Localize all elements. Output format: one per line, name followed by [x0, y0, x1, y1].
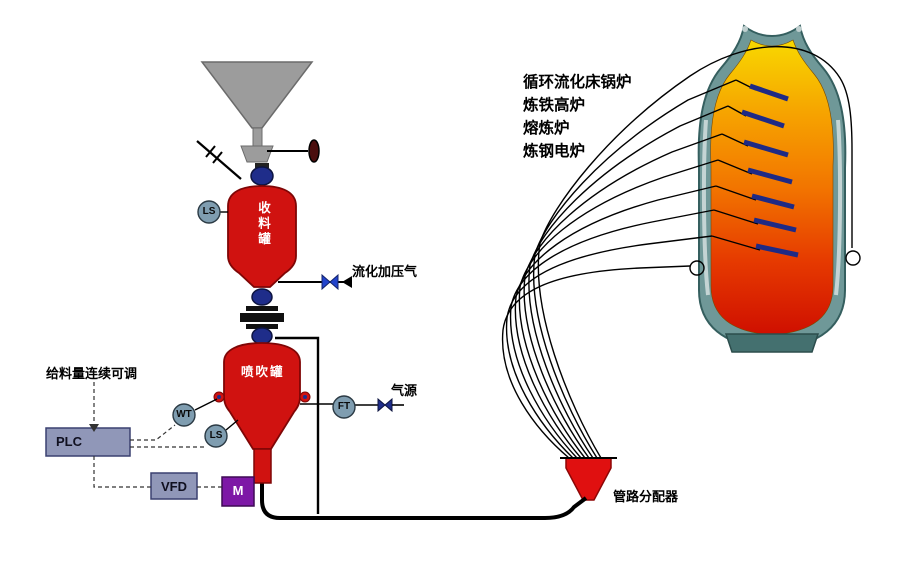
receiving-tank: [227, 163, 297, 345]
inlet-flange-2: [212, 151, 223, 164]
hopper-cone: [200, 61, 314, 129]
flange-plate-3: [246, 324, 278, 329]
signal-plc-to-vfd: [93, 456, 151, 488]
furnace-shell-highlight-right: [834, 119, 843, 296]
application-item-4: 炼钢电炉: [523, 143, 586, 160]
ft-label: FT: [337, 401, 351, 412]
conveying-branch-4: [514, 185, 717, 459]
inlet-flange-1: [205, 145, 216, 158]
conveying-branch-5: [518, 159, 719, 459]
application-item-2: 炼铁高炉: [523, 97, 586, 114]
instruments: [172, 200, 356, 448]
receiving-tank-body: [227, 185, 297, 288]
gas-valve-icon-2: [384, 397, 393, 413]
furnace: [697, 24, 847, 353]
plc-label: PLC: [56, 434, 82, 449]
gas-source-line: [300, 397, 404, 413]
wt-tap: [194, 398, 218, 411]
inlet-chute-pipe: [196, 140, 242, 180]
butterfly-valve-icon-2: [329, 273, 339, 291]
vent-balance-pipe: [275, 336, 320, 514]
feed-note-label: 给料量连续可调: [46, 366, 138, 381]
conveying-branch-6: [523, 133, 723, 459]
pipeline-distributor: [560, 457, 617, 501]
conveying-branch-2: [505, 235, 713, 459]
conveying-branch-8: [533, 79, 737, 459]
application-list: 循环流化床锅炉 炼铁高炉 熔炼炉 炼钢电炉: [523, 71, 632, 163]
lance-icon-7: [749, 83, 789, 102]
wt-label: WT: [176, 409, 192, 420]
lance-icon-5: [743, 139, 789, 158]
injection-tank-label: 喷吹罐: [241, 365, 285, 379]
rotary-feeder-stem: [253, 448, 272, 484]
butterfly-valve-icon: [321, 273, 331, 291]
pipe-fan: [501, 45, 861, 459]
furnace-lip-left: [742, 26, 748, 32]
ls-bottom-instrument: [204, 424, 228, 448]
lance-icon-2: [753, 217, 797, 233]
furnace-pedestal: [724, 333, 820, 353]
injection-lances: [741, 83, 799, 258]
furnace-lip-right: [796, 26, 802, 32]
ls-bottom-tap: [225, 419, 239, 431]
main-conveying-pipe: [260, 483, 588, 520]
motor-label: M: [232, 483, 244, 498]
fluidizing-gas-line: [278, 273, 352, 291]
motor-body: [221, 476, 255, 507]
distributor-funnel: [565, 457, 612, 501]
lance-feed-line-3: [715, 185, 757, 201]
lower-ball-valve-icon: [251, 327, 273, 345]
vfd-box: [150, 472, 198, 500]
signal-arrowhead: [89, 424, 99, 432]
shoulder-probe-left: [217, 395, 221, 399]
ls-top-instrument: [197, 200, 221, 224]
receiving-tank-label: 收料罐: [256, 201, 270, 248]
pipe-loop-right: [845, 250, 861, 266]
lance-icon-4: [747, 167, 793, 185]
feed-hopper: [196, 61, 320, 180]
pipe-loop-left: [689, 260, 705, 276]
lance-feed-line-2: [713, 209, 759, 225]
vfd-label: VFD: [161, 479, 187, 494]
hopper-discharge-skirt: [240, 145, 274, 163]
fluidizing-gas-label: 流化加压气: [352, 264, 418, 279]
conveying-branch-3: [509, 209, 715, 459]
lance-feed-line-4: [717, 159, 753, 175]
distributor-label: 管路分配器: [613, 489, 679, 504]
gas-valve-icon: [377, 397, 386, 413]
furnace-interior-flame: [710, 39, 834, 336]
lance-icon-6: [741, 109, 785, 129]
conveying-branch-1: [501, 265, 691, 459]
injection-tank-body: [223, 342, 301, 450]
ft-instrument: [332, 395, 356, 419]
plc-box: [45, 427, 131, 457]
top-valve-cap: [255, 163, 269, 168]
injection-tank: [213, 342, 311, 507]
furnace-shell-highlight-left: [701, 119, 710, 296]
gas-source-label: 气源: [391, 383, 418, 398]
control-system: [45, 382, 222, 500]
mid-ball-valve-icon: [251, 288, 273, 306]
conveying-branch-9-over-top: [537, 45, 853, 459]
handwheel-icon: [308, 139, 320, 163]
lance-icon-3: [751, 193, 795, 210]
wt-instrument: [172, 403, 196, 427]
gas-inlet-arrow: [342, 276, 352, 288]
conveying-branch-7: [528, 105, 729, 459]
hopper-stem: [252, 127, 263, 147]
flange-plate-2: [240, 313, 284, 322]
application-item-1: 循环流化床锅炉: [523, 74, 632, 91]
flange-plate-1: [246, 306, 278, 311]
ls-bottom-label: LS: [209, 430, 223, 441]
lance-feed-line-1: [711, 235, 761, 251]
shoulder-probe-right: [303, 395, 307, 399]
ls-top-label: LS: [202, 206, 216, 217]
signal-plc-to-wt: [130, 424, 176, 441]
application-item-3: 熔炼炉: [523, 120, 570, 137]
top-ball-valve-icon: [250, 166, 274, 186]
lance-icon-1: [755, 243, 799, 258]
